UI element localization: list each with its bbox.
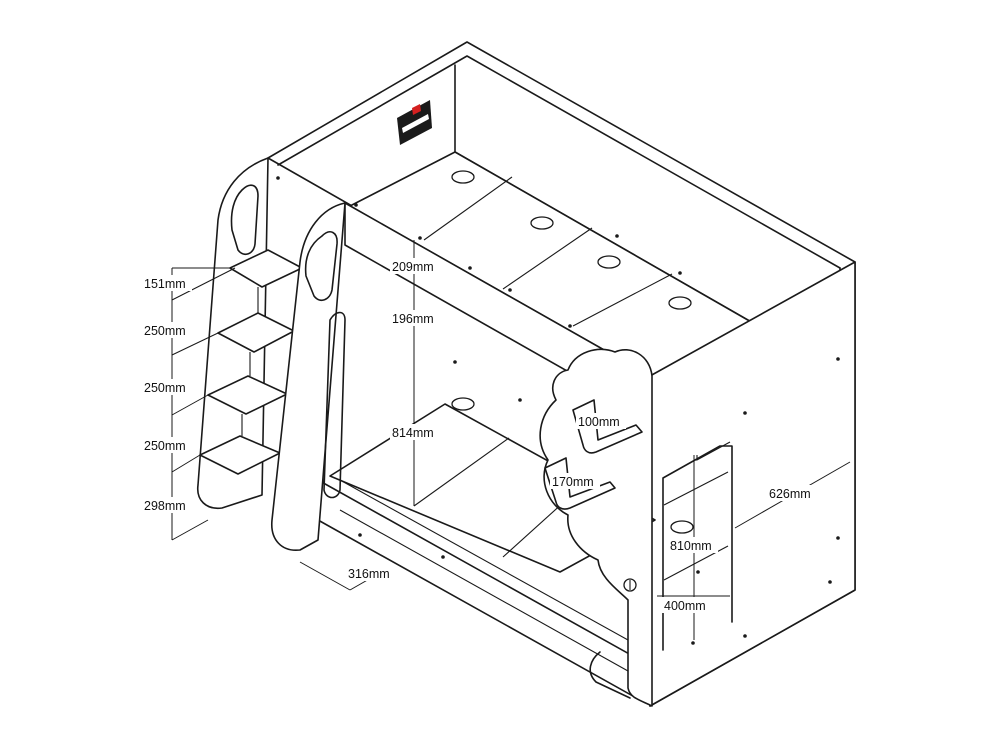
rear-handle-slot [230,184,259,256]
dim-opening-height: 810mm [670,539,712,553]
dim-bunk-gap: 814mm [392,426,434,440]
dim-step-bottom: 298mm [144,499,186,513]
end-panel-opening [662,445,733,651]
dim-step-4: 250mm [144,439,186,453]
dim-step-2: 250mm [144,324,186,338]
front-ladder-side [271,202,346,551]
dim-top-guard: 209mm [392,260,434,274]
back-panel-inner-rail [277,55,841,269]
dim-ladder-depth: 316mm [348,567,390,581]
dim-step-top: 151mm [144,277,186,291]
screw-dots [276,176,840,645]
dim-handle-upper: 100mm [578,415,620,429]
front-handle-slot [304,231,338,302]
dim-top-gap: 196mm [392,312,434,326]
dim-end-height: 626mm [769,487,811,501]
dim-handle-lower: 170mm [552,475,594,489]
dim-opening-width: 400mm [664,599,706,613]
warning-label-icon [397,100,432,145]
dim-step-3: 250mm [144,381,186,395]
